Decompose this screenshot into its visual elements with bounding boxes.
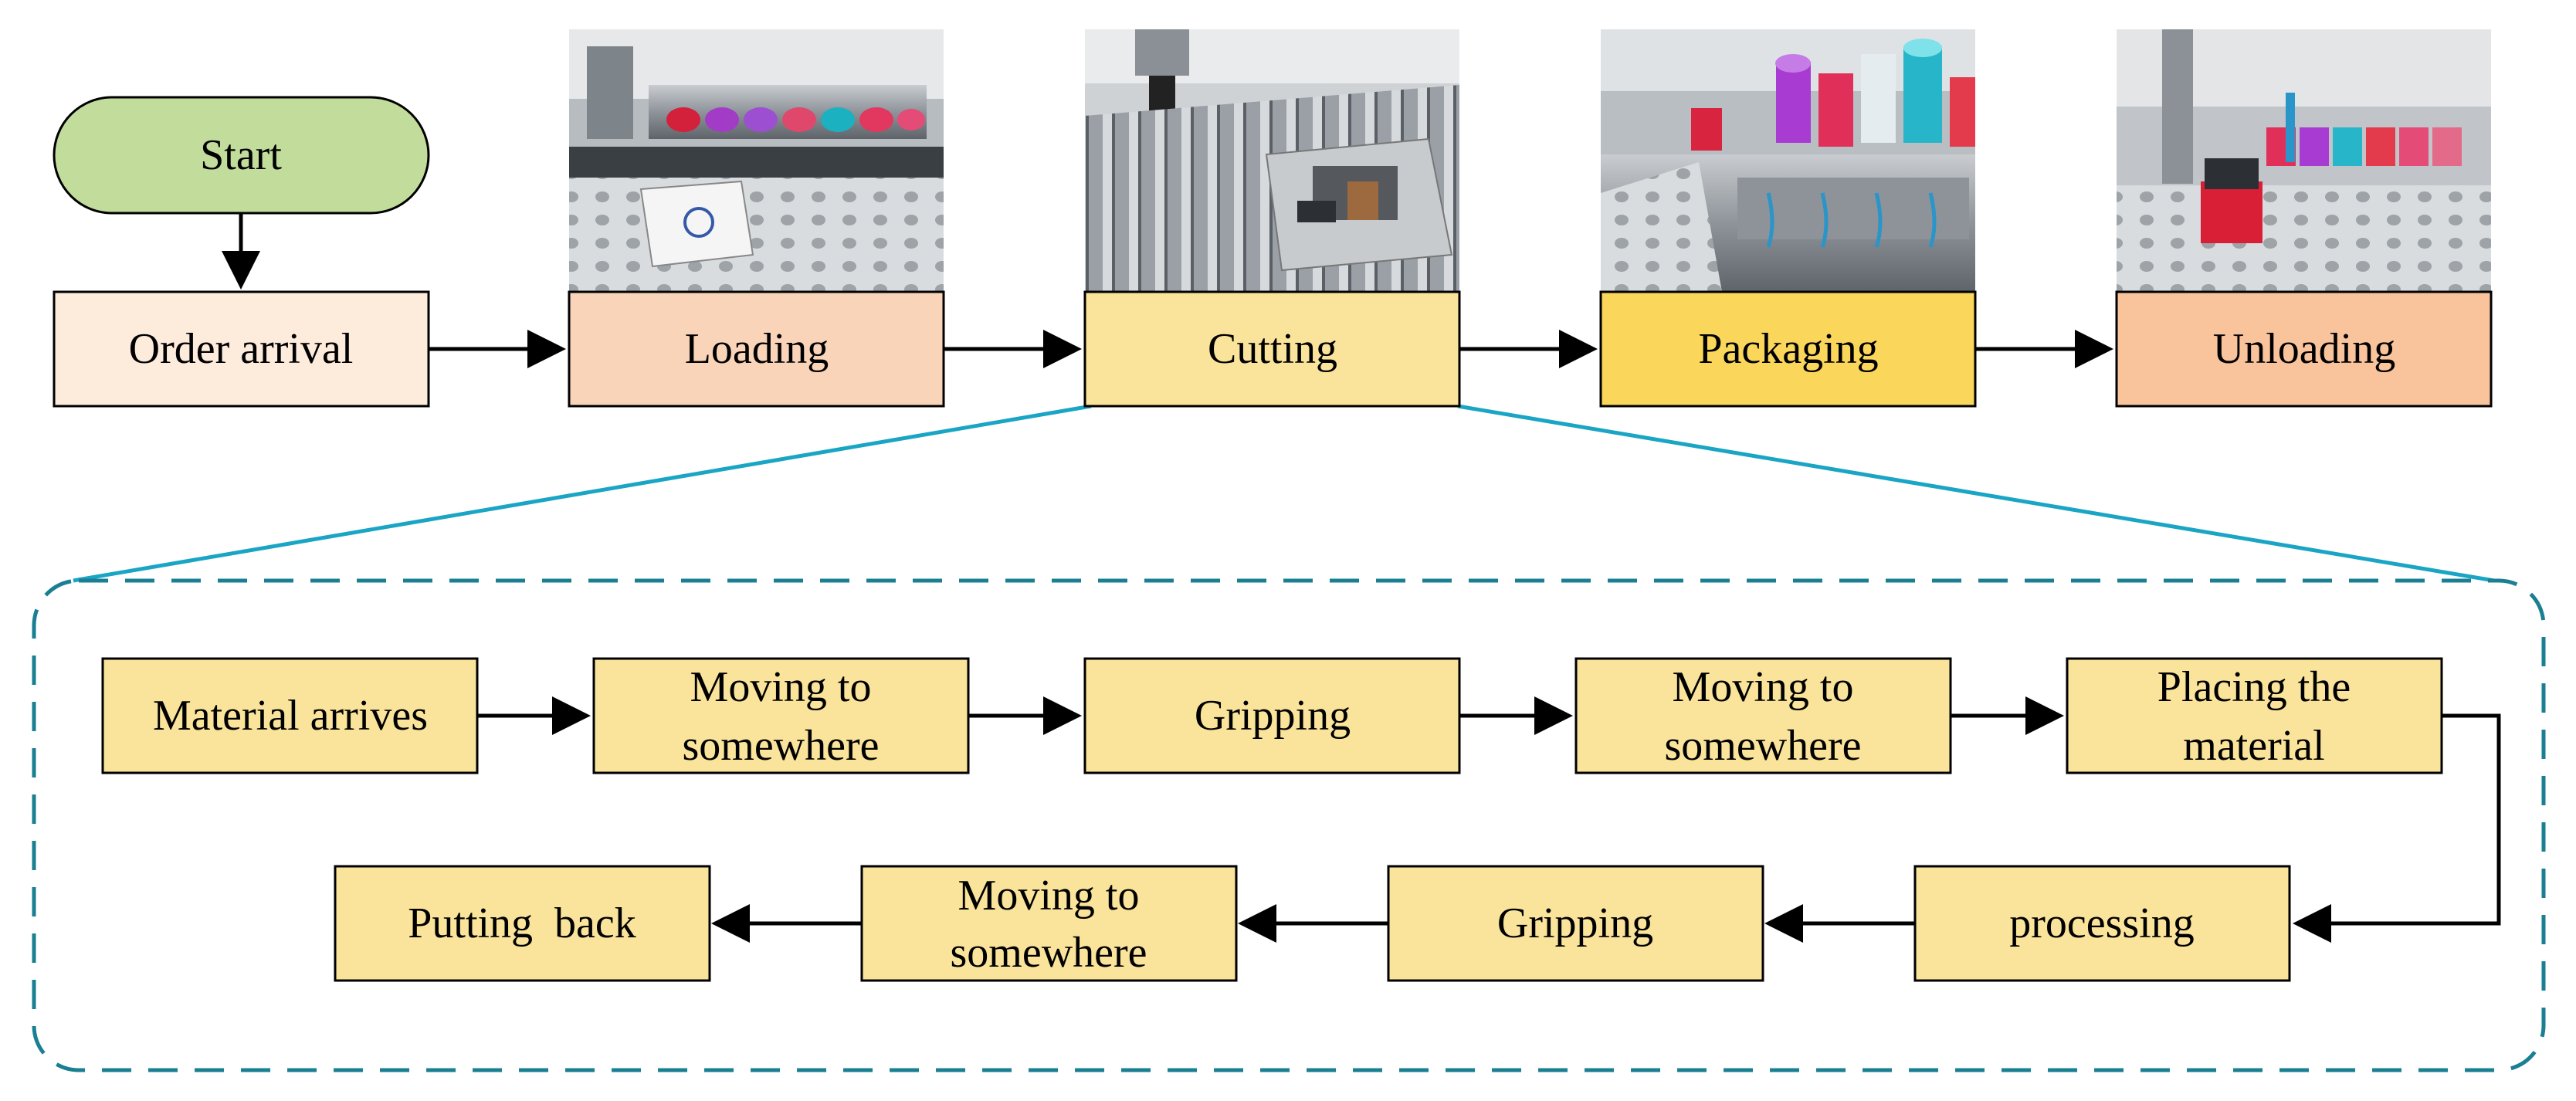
order-arrival-box: Order arrival <box>53 290 430 408</box>
step-label-line1: Placing the <box>2157 663 2351 711</box>
step-label-line2: somewhere <box>1664 722 1861 770</box>
step-processing: processing <box>1913 865 2291 982</box>
loading-label: Loading <box>685 325 829 373</box>
cutting-detail-region <box>32 578 2546 1072</box>
step-placing-the-material: Placing the material <box>2066 657 2443 774</box>
cutting-station-photo <box>1085 29 1459 292</box>
zoom-line-right <box>1457 404 2495 583</box>
step-gripping-2: Gripping <box>1387 865 1764 982</box>
step-label-line2: somewhere <box>950 929 1147 977</box>
step-label-line1: Moving to <box>958 872 1140 920</box>
step-label: Gripping <box>1497 899 1653 947</box>
step-label-line1: Moving to <box>1673 663 1854 711</box>
cutting-box: Cutting <box>1083 290 1461 408</box>
cutting-label: Cutting <box>1208 325 1337 373</box>
unloading-box: Unloading <box>2115 290 2493 408</box>
step-moving-to-somewhere-1: Moving to somewhere <box>592 657 970 774</box>
step-putting-back: Putting back <box>334 865 711 982</box>
step-label-line2: material <box>2183 722 2324 770</box>
start-label: Start <box>200 131 282 179</box>
arrow-row1-to-row2 <box>2293 713 2501 943</box>
step-gripping-1: Gripping <box>1083 657 1461 774</box>
packaging-box: Packaging <box>1599 290 1977 408</box>
step-moving-to-somewhere-2: Moving to somewhere <box>1574 657 1952 774</box>
step-label: Gripping <box>1195 692 1351 740</box>
loading-station-photo <box>569 29 944 292</box>
step-label: processing <box>2009 899 2195 947</box>
order-arrival-label: Order arrival <box>129 325 354 373</box>
start-node: Start <box>53 96 430 215</box>
unloading-station-photo <box>2117 29 2491 292</box>
step-label-line2: somewhere <box>682 722 879 770</box>
packaging-label: Packaging <box>1698 325 1878 373</box>
unloading-label: Unloading <box>2213 325 2395 373</box>
step-moving-to-somewhere-3: Moving to somewhere <box>860 865 1238 982</box>
step-label-line1: Moving to <box>690 663 872 711</box>
step-label: Material arrives <box>153 692 428 740</box>
packaging-station-photo <box>1601 29 1975 292</box>
step-material-arrives: Material arrives <box>101 657 479 774</box>
loading-box: Loading <box>568 290 945 408</box>
zoom-line-left <box>73 404 1092 583</box>
step-label: Putting back <box>408 899 636 947</box>
